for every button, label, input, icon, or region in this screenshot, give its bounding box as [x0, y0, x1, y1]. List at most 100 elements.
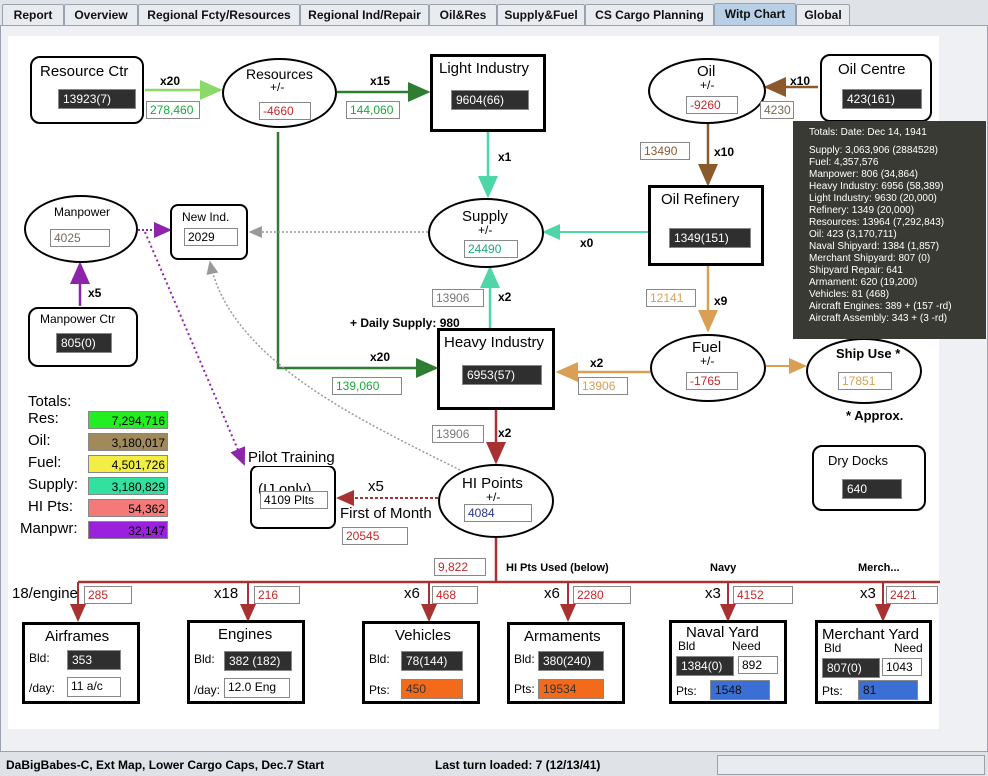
light-industry-multiplier: x15 — [370, 74, 391, 88]
engines-bld-label: Bld: — [194, 652, 215, 666]
resources-node[interactable]: Resources +/- -4660 — [222, 58, 337, 128]
vehicles-multiplier: x6 — [404, 585, 420, 602]
merchant-yard-title: Merchant Yard — [822, 626, 919, 643]
naval-yard-need-value: 892 — [738, 656, 778, 674]
oil-to-refinery-value: 13490 — [640, 142, 690, 160]
tooltip-line: Refinery: 1349 (20,000) — [809, 205, 915, 216]
supply-node[interactable]: Supply +/- 24490 — [428, 198, 544, 268]
light-industry-value: 9604(66) — [451, 90, 529, 110]
tab-report[interactable]: Report — [2, 4, 64, 25]
tooltip-line: Supply: 3,063,906 (2884528) — [809, 145, 938, 156]
airframes-used: 285 — [84, 586, 132, 604]
dry-docks-node[interactable]: Dry Docks 640 — [812, 445, 926, 511]
tooltip-line: Merchant Shipyard: 807 (0) — [809, 253, 931, 264]
totals-label: Oil: — [28, 432, 51, 449]
oil-centre-title: Oil Centre — [838, 61, 906, 78]
resources-hi-multiplier: x20 — [370, 350, 391, 364]
oil-refinery-value: 1349(151) — [669, 228, 751, 248]
ship-use-value: 17851 — [838, 372, 892, 390]
vehicles-bld-value: 78(144) — [401, 651, 463, 671]
tooltip-line: Heavy Industry: 6956 (58,389) — [809, 181, 944, 192]
tooltip-line: Oil: 423 (3,170,711) — [809, 229, 897, 240]
airframes-bld-label: Bld: — [29, 651, 50, 665]
tab-overview[interactable]: Overview — [64, 4, 138, 25]
oil-node[interactable]: Oil +/- -9260 — [648, 58, 766, 124]
tab-witp-chart[interactable]: Witp Chart — [714, 3, 796, 26]
fuel-to-hi-value: 13906 — [578, 377, 628, 395]
ship-use-approx: * Approx. — [846, 408, 904, 423]
totals-value: 4,501,726 — [88, 455, 168, 473]
oil-centre-output: 4230 — [760, 101, 794, 119]
tab-regional-ind-repair[interactable]: Regional Ind/Repair — [300, 4, 429, 25]
oil-centre-multiplier: x10 — [790, 74, 811, 88]
armaments-node[interactable]: Armaments Bld: 380(240) Pts: 19534 — [507, 622, 625, 704]
pilot-training-node[interactable]: (IJ only) 4109 Plts — [250, 465, 336, 529]
oil-refinery-multiplier: x10 — [714, 145, 735, 159]
naval-yard-multiplier: x3 — [705, 585, 721, 602]
tooltip-line: Totals: Date: Dec 14, 1941 — [809, 127, 927, 138]
hi-points-pm: +/- — [486, 490, 501, 504]
oil-refinery-node[interactable]: Oil Refinery 1349(151) — [648, 185, 764, 266]
naval-yard-node[interactable]: Naval Yard Bld Need 1384(0) 892 Pts: 154… — [669, 620, 787, 704]
tab-regional-fcty-resources[interactable]: Regional Fcty/Resources — [138, 4, 300, 25]
tooltip-line: Armament: 620 (19,200) — [809, 277, 918, 288]
armaments-bld-value: 380(240) — [538, 651, 604, 671]
oil-centre-node[interactable]: Oil Centre 423(161) — [820, 54, 932, 122]
light-industry-node[interactable]: Light Industry 9604(66) — [430, 54, 546, 132]
engines-bld-value: 382 (182) — [224, 651, 292, 671]
resource-ctr-multiplier: x20 — [160, 74, 181, 88]
fuel-multiplier: x9 — [714, 294, 728, 308]
tab-supply-fuel[interactable]: Supply&Fuel — [497, 4, 585, 25]
first-of-month-label: First of Month — [340, 505, 432, 522]
oil-pm: +/- — [700, 78, 715, 92]
airframes-bld-value: 353 — [67, 650, 121, 670]
manpower-ctr-node[interactable]: Manpower Ctr 805(0) — [28, 307, 138, 367]
tab-global[interactable]: Global — [796, 4, 850, 25]
engines-day-label: /day: — [194, 683, 221, 697]
heavy-industry-value: 6953(57) — [462, 365, 542, 385]
supply-title: Supply — [462, 208, 508, 225]
manpower-node[interactable]: Manpower 4025 — [24, 195, 138, 263]
naval-yard-used: 4152 — [733, 586, 793, 604]
resource-ctr-node[interactable]: Resource Ctr 13923(7) — [30, 56, 144, 124]
tooltip-line: Manpower: 806 (34,864) — [809, 169, 918, 180]
tooltip-line: Naval Shipyard: 1384 (1,857) — [809, 241, 940, 252]
new-ind-title: New Ind. — [182, 210, 230, 224]
heavy-industry-node[interactable]: Heavy Industry 6953(57) — [437, 328, 555, 410]
tooltip-line: Aircraft Assembly: 343 + (3 -rd) — [809, 313, 948, 324]
daily-supply-label: + Daily Supply: 980 — [350, 316, 460, 330]
resource-ctr-title: Resource Ctr — [40, 63, 129, 80]
oil-value: -9260 — [686, 96, 738, 114]
hi-points-value: 4084 — [464, 504, 532, 522]
refinery-to-fuel-value: 12141 — [646, 289, 696, 307]
airframes-node[interactable]: Airframes Bld: 353 /day: 11 a/c — [22, 622, 140, 704]
tab-bar: Report Overview Regional Fcty/Resources … — [0, 0, 988, 26]
tab-oil-res[interactable]: Oil&Res — [429, 4, 497, 25]
merchant-yard-need-label: Need — [894, 641, 923, 655]
hi-points-used-value: 9,822 — [434, 558, 486, 576]
ship-use-node[interactable]: Ship Use * 17851 — [806, 338, 922, 404]
naval-yard-pts-label: Pts: — [676, 684, 697, 698]
navy-label: Navy — [710, 562, 737, 574]
tooltip-line: Vehicles: 81 (468) — [809, 289, 890, 300]
pilot-training-value: 4109 Plts — [260, 491, 328, 509]
armaments-multiplier: x6 — [544, 585, 560, 602]
totals-value: 3,180,017 — [88, 433, 168, 451]
new-ind-node[interactable]: New Ind. 2029 — [170, 204, 248, 260]
hi-points-node[interactable]: HI Points +/- 4084 — [438, 464, 554, 538]
vehicles-node[interactable]: Vehicles Bld: 78(144) Pts: 450 — [362, 621, 480, 704]
tab-cs-cargo-planning[interactable]: CS Cargo Planning — [585, 4, 714, 25]
manpower-value: 4025 — [50, 229, 110, 247]
merch-label: Merch... — [858, 562, 900, 574]
totals-title: Totals: — [28, 393, 72, 410]
naval-yard-pts-value: 1548 — [710, 680, 770, 700]
resource-ctr-value: 13923(7) — [58, 89, 136, 109]
fuel-node[interactable]: Fuel +/- -1765 — [650, 334, 766, 402]
armaments-title: Armaments — [524, 628, 601, 645]
merchant-yard-node[interactable]: Merchant Yard Bld Need 807(0) 1043 Pts: … — [815, 620, 932, 704]
engines-node[interactable]: Engines Bld: 382 (182) /day: 12.0 Eng — [187, 620, 305, 704]
airframes-day-value: 11 a/c — [67, 677, 121, 697]
armaments-bld-label: Bld: — [514, 652, 535, 666]
totals-label: Res: — [28, 410, 59, 427]
